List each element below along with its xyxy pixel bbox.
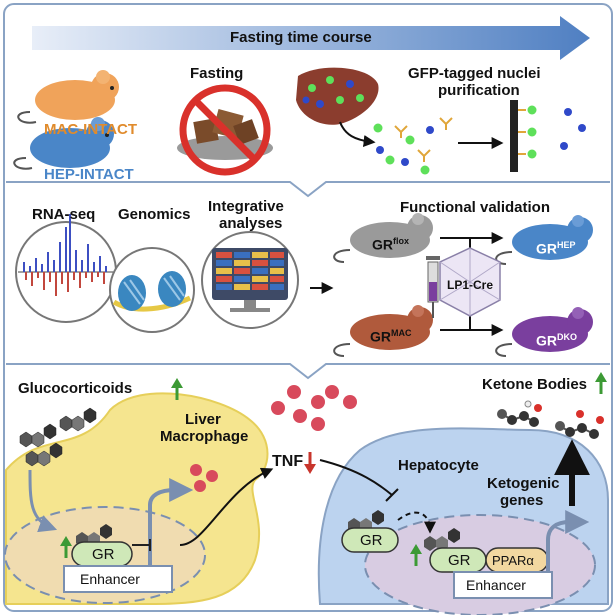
gr-hep-mouse-icon [495,215,593,265]
gr-flox-base: GR [372,236,393,253]
tnf-down-arrow-icon [304,452,316,474]
gr-hep-up-arrow-icon [410,544,422,566]
nuclei-mix-icon [373,117,453,175]
gr-mac-sup: MAC [391,328,412,338]
gr-macrophage-complex [63,524,173,593]
ketone-bodies-label: Ketone Bodies [482,376,588,393]
gr-flox-sup: flox [393,236,410,246]
ppar-label: PPARα [492,553,534,568]
fasting-label: Fasting [190,65,244,82]
gc-entry-arrow [28,469,58,533]
gr-dko-base: GR [536,332,557,349]
gfp-label-line1: GFP-tagged nuclei [408,65,541,82]
gr-dko-sup: DKO [557,332,577,342]
ketone-molecules [497,400,604,439]
integrative-label-line2: analyses [219,215,283,232]
syringe-icon [426,256,440,318]
ketone-up-arrow-icon [595,372,607,394]
gr-hep-box1-label: GR [360,532,383,549]
gc-up-arrow-icon [171,378,183,400]
lp1-cre-label: LP1-Cre [447,278,494,292]
genomics-icon [109,247,195,333]
mac-mouse-icon [17,70,119,124]
tnf-label: TNF [272,453,304,470]
divider-top [6,181,610,198]
mac-intact-label: MAC-INTACT [44,121,138,138]
time-course-arrow [32,16,590,60]
gr-hep-label: GRHEP [536,240,576,257]
time-course-label: Fasting time course [230,29,372,46]
gr-hep-box2-label: GR [448,552,471,569]
gfp-label-line2: purification [438,82,520,99]
gr-flox-label: GRflox [372,236,409,253]
gr-mac-base: GR [370,328,391,345]
gr-dko-label: GRDKO [536,332,577,349]
hepatocyte-label: Hepatocyte [398,457,479,474]
no-food-icon [177,84,273,176]
macrophage-to-tnf-arrow [179,467,274,546]
enhancer-mac-label: Enhancer [80,571,140,587]
gr-mac-label: GRMAC [370,328,412,345]
macrophage-transcription-arrow [148,478,194,566]
tnf-dots-macrophage [190,464,218,492]
liver-to-nuclei-arrow [339,121,376,147]
gr-hepatocyte-complex [341,510,553,599]
gr-mac-box-label: GR [92,546,115,563]
functional-validation-label: Functional validation [400,199,551,216]
gr-dko-mouse-icon [495,307,593,357]
liver-icon [296,67,379,125]
genomics-label: Genomics [118,206,191,223]
purification-column-icon [510,100,586,172]
gr-flox-mouse-icon [333,213,433,263]
ketogenic-genes-line2: genes [500,492,544,509]
gr-mac-mouse-icon [333,305,433,357]
tnf-inhibit-line [319,459,393,496]
hep-intact-label: HEP-INTACT [44,166,134,183]
gr-hep-base: GR [536,240,557,257]
glucocorticoids-label: Glucocorticoids [18,380,133,397]
divider-bottom [6,363,610,380]
hepatocyte-transcription-arrow [546,510,590,572]
enhancer-hep-label: Enhancer [466,577,526,593]
integrative-label-line1: Integrative [208,198,284,215]
tnf-dots-cloud [271,385,357,431]
rnaseq-label: RNA-seq [32,206,96,223]
liver-macrophage-label-line2: Macrophage [160,428,249,445]
gr-hep-sup: HEP [557,240,576,250]
aav-virus-icon [439,247,501,317]
gr-mac-up-arrow-icon [60,536,72,558]
ketogenic-genes-line1: Ketogenic [487,475,560,492]
glucocorticoid-molecules [19,407,97,467]
liver-macrophage-label-line1: Liver [185,411,221,428]
integrative-screen-icon [201,231,299,329]
hep-mouse-icon [13,117,114,170]
rnaseq-plot-icon [15,214,117,323]
